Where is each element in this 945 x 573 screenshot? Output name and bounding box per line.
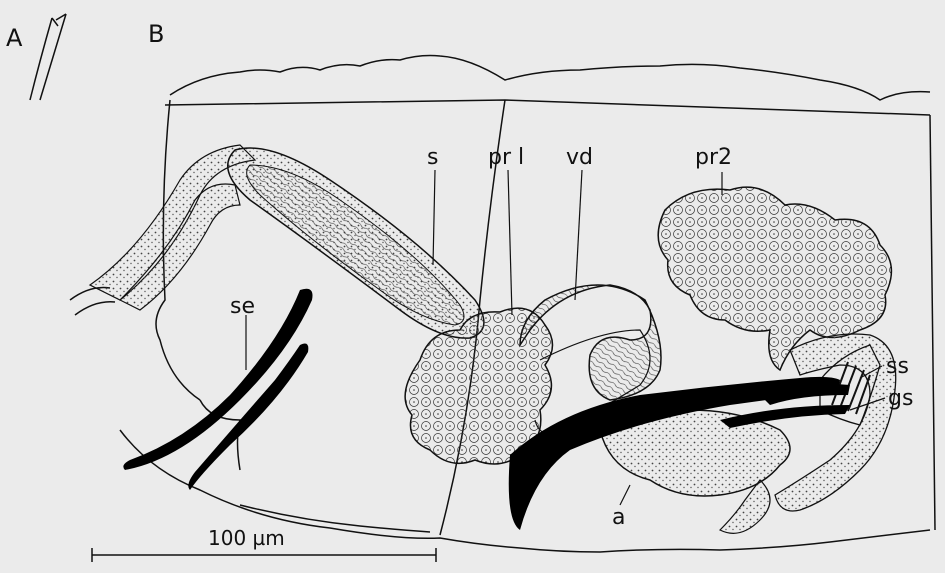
label-a: a <box>612 507 625 529</box>
setae <box>123 289 312 490</box>
panel-label-b: B <box>148 22 164 46</box>
scale-bar <box>92 548 436 562</box>
label-vd: vd <box>566 147 593 169</box>
panel-label-a: A <box>6 26 22 50</box>
label-pr1: pr l <box>488 147 524 169</box>
label-s: s <box>427 147 438 169</box>
panel-a-bristle <box>30 14 66 100</box>
label-gs: gs <box>888 388 913 410</box>
label-se: se <box>230 296 255 318</box>
scale-bar-label: 100 µm <box>208 528 285 548</box>
label-pr2: pr2 <box>695 147 732 169</box>
seminal-vesicle <box>228 148 484 338</box>
label-ss: ss <box>886 356 909 378</box>
